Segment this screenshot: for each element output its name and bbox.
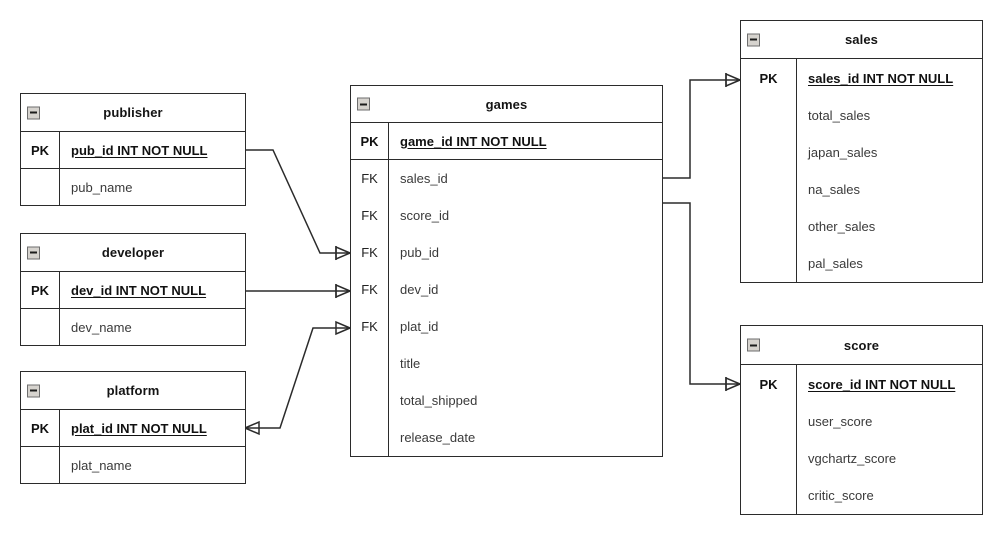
entity-developer-header: developer xyxy=(21,234,245,272)
row-attribute: total_sales xyxy=(808,108,871,123)
entity-publisher-header: publisher xyxy=(21,94,245,132)
table-row[interactable]: FK plat_id xyxy=(351,308,662,345)
row-attribute: total_shipped xyxy=(400,393,478,408)
row-attribute: vgchartz_score xyxy=(808,451,897,466)
minus-box-icon[interactable] xyxy=(747,33,760,46)
relationship-developer-to-games xyxy=(245,283,351,299)
entity-score-title: score xyxy=(843,337,880,353)
table-row[interactable]: na_sales xyxy=(741,171,982,208)
row-attribute: sales_id xyxy=(400,171,448,186)
table-row[interactable]: critic_score xyxy=(741,477,982,514)
row-key: PK xyxy=(360,133,379,149)
row-key: FK xyxy=(361,282,378,297)
table-row[interactable]: other_sales xyxy=(741,208,982,245)
table-row[interactable]: title xyxy=(351,345,662,382)
entity-platform[interactable]: platform PK plat_id INT NOT NULL plat_na… xyxy=(20,371,246,484)
row-attribute: dev_id INT NOT NULL xyxy=(71,282,207,298)
entity-developer-body: PK dev_id INT NOT NULL dev_name xyxy=(21,272,245,345)
table-row[interactable]: pal_sales xyxy=(741,245,982,282)
entity-sales-title: sales xyxy=(844,32,879,47)
row-attribute: pub_name xyxy=(71,179,133,195)
row-attribute: plat_id xyxy=(400,319,439,334)
row-key: FK xyxy=(361,245,378,260)
table-row[interactable]: PK sales_id INT NOT NULL xyxy=(741,59,982,97)
table-row[interactable]: PK dev_id INT NOT NULL xyxy=(21,272,245,309)
relationship-games-to-score xyxy=(663,202,741,392)
row-key: PK xyxy=(759,70,778,86)
row-attribute: user_score xyxy=(808,414,873,429)
table-row[interactable]: FK score_id xyxy=(351,197,662,234)
entity-games-title: games xyxy=(485,96,528,112)
table-row[interactable]: PK score_id INT NOT NULL xyxy=(741,365,982,403)
entity-developer-title: developer xyxy=(101,245,165,260)
row-key: PK xyxy=(759,376,778,392)
minus-box-icon[interactable] xyxy=(27,246,40,259)
row-attribute: game_id INT NOT NULL xyxy=(400,133,547,149)
entity-games-header: games xyxy=(351,86,662,123)
row-attribute: pal_sales xyxy=(808,256,863,271)
minus-box-icon[interactable] xyxy=(27,384,40,397)
row-attribute: pub_id xyxy=(400,245,440,260)
entity-score-body: PK score_id INT NOT NULL user_score vgch… xyxy=(741,365,982,514)
row-attribute: pub_id INT NOT NULL xyxy=(71,142,208,158)
entity-publisher-body: PK pub_id INT NOT NULL pub_name xyxy=(21,132,245,205)
entity-games-body: PK game_id INT NOT NULL FK sales_id FK s… xyxy=(351,123,662,456)
table-row[interactable]: PK pub_id INT NOT NULL xyxy=(21,132,245,169)
table-row[interactable]: PK plat_id INT NOT NULL xyxy=(21,410,245,447)
entity-score-header: score xyxy=(741,326,982,365)
minus-box-icon[interactable] xyxy=(747,338,760,352)
row-attribute: plat_name xyxy=(71,457,132,473)
row-attribute: score_id xyxy=(400,208,450,223)
row-key: PK xyxy=(30,282,50,298)
entity-platform-body: PK plat_id INT NOT NULL plat_name xyxy=(21,410,245,483)
row-attribute: critic_score xyxy=(808,488,874,503)
row-attribute: japan_sales xyxy=(808,145,878,160)
entity-publisher[interactable]: publisher PK pub_id INT NOT NULL pub_nam… xyxy=(20,93,246,206)
row-key: PK xyxy=(30,142,50,158)
table-row[interactable]: vgchartz_score xyxy=(741,440,982,477)
entity-score[interactable]: score PK score_id INT NOT NULL user_scor… xyxy=(740,325,983,515)
row-key: FK xyxy=(361,319,378,334)
relationship-games-to-sales xyxy=(663,72,741,179)
table-row[interactable]: total_sales xyxy=(741,97,982,134)
minus-box-icon[interactable] xyxy=(357,97,370,111)
row-attribute: sales_id INT NOT NULL xyxy=(808,70,954,86)
row-attribute: title xyxy=(400,356,421,371)
row-attribute: na_sales xyxy=(808,182,861,197)
row-attribute: plat_id INT NOT NULL xyxy=(71,420,207,436)
minus-box-icon[interactable] xyxy=(27,106,40,119)
row-key: FK xyxy=(361,171,378,186)
row-key: PK xyxy=(30,420,50,436)
entity-publisher-title: publisher xyxy=(103,105,163,120)
table-row[interactable]: total_shipped xyxy=(351,382,662,419)
row-attribute: other_sales xyxy=(808,219,876,234)
table-row[interactable]: release_date xyxy=(351,419,662,456)
entity-platform-title: platform xyxy=(106,383,160,398)
entity-sales-body: PK sales_id INT NOT NULL total_sales jap… xyxy=(741,59,982,282)
table-row[interactable]: FK pub_id xyxy=(351,234,662,271)
key-column-divider xyxy=(796,59,797,282)
table-row[interactable]: user_score xyxy=(741,403,982,440)
entity-sales[interactable]: sales PK sales_id INT NOT NULL total_sal… xyxy=(740,20,983,283)
row-attribute: dev_id xyxy=(400,282,439,297)
relationship-publisher-to-games xyxy=(245,149,351,261)
row-attribute: score_id INT NOT NULL xyxy=(808,376,956,392)
key-column-divider xyxy=(796,365,797,514)
table-row[interactable]: plat_name xyxy=(21,447,245,483)
table-row[interactable]: PK game_id INT NOT NULL xyxy=(351,123,662,160)
entity-platform-header: platform xyxy=(21,372,245,410)
key-column-divider xyxy=(388,123,389,456)
table-row[interactable]: FK dev_id xyxy=(351,271,662,308)
relationship-platform-to-games xyxy=(244,320,351,436)
row-attribute: release_date xyxy=(400,430,476,445)
table-row[interactable]: dev_name xyxy=(21,309,245,345)
entity-developer[interactable]: developer PK dev_id INT NOT NULL dev_nam… xyxy=(20,233,246,346)
row-attribute: dev_name xyxy=(71,319,132,335)
table-row[interactable]: japan_sales xyxy=(741,134,982,171)
row-key: FK xyxy=(361,208,378,223)
table-row[interactable]: pub_name xyxy=(21,169,245,205)
entity-sales-header: sales xyxy=(741,21,982,59)
table-row[interactable]: FK sales_id xyxy=(351,160,662,197)
entity-games[interactable]: games PK game_id INT NOT NULL FK sales_i… xyxy=(350,85,663,457)
